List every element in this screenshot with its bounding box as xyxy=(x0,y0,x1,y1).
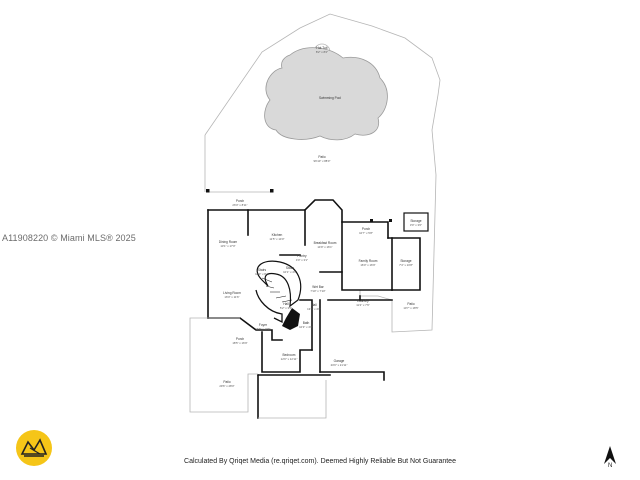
label-porch-bottom: Porch xyxy=(236,337,245,341)
label-bedroom: Bedroom xyxy=(283,353,296,357)
room-labels: Hot Tub 8'2" x 8'2" Swimming Pool Patio … xyxy=(219,46,422,388)
posts xyxy=(206,189,392,222)
label-stairs-left: Stairs xyxy=(258,268,267,272)
dim-family: 16'0" x 16'9" xyxy=(360,263,375,267)
dim-laundry: 11'2" x 7'6" xyxy=(356,303,370,307)
label-wet-bar: Wet Bar xyxy=(312,285,324,289)
lot-outline xyxy=(204,13,441,333)
spiral-element xyxy=(282,308,300,330)
dim-storage-top: 3'0" x 3'0" xyxy=(410,223,422,227)
stair-railing xyxy=(255,289,283,324)
label-porch-left: Porch xyxy=(236,199,245,203)
dim-patio-right: 10'7" x 18'5" xyxy=(403,306,418,310)
label-family: Family Room xyxy=(359,259,378,263)
dim-breakfast: 14'9" x 16'1" xyxy=(317,245,332,249)
dim-hall: 5'2" x 3'5" xyxy=(280,306,292,310)
label-patio-top: Patio xyxy=(318,155,325,159)
label-laundry: Laundry xyxy=(357,299,369,303)
dim-porch-bottom: 18'5" x 16'9" xyxy=(232,341,247,345)
dim-patio-bottom: 29'6" x 28'0" xyxy=(219,384,234,388)
dim-stairs-left: 10'0" x 8'1" xyxy=(255,272,269,276)
dim-pantry: 4'0" x 3'1" xyxy=(296,258,308,262)
label-bath: Bath xyxy=(303,321,310,325)
label-garage: Garage xyxy=(334,359,345,363)
label-storage-top: Storage xyxy=(410,219,421,223)
dim-living: 16'0" x 11'6" xyxy=(224,295,239,299)
stair-curve xyxy=(256,260,302,308)
label-living: Living Room xyxy=(223,291,241,295)
label-kitchen: Kitchen xyxy=(272,233,283,237)
label-foyer: Foyer xyxy=(259,323,268,327)
house-walls xyxy=(207,199,421,419)
pool-shape xyxy=(264,47,388,141)
label-patio-right: Patio xyxy=(407,302,414,306)
dim-foyer: 16'8" x 10'5" xyxy=(255,327,270,331)
label-pool: Swimming Pool xyxy=(319,96,341,100)
mls-watermark: A11908220 © Miami MLS® 2025 xyxy=(2,233,136,243)
dim-patio-top: 96'10" x 88'0" xyxy=(314,159,331,163)
label-stairs-right: Stairs xyxy=(286,266,295,270)
dim-hot-tub: 8'2" x 8'2" xyxy=(316,50,328,54)
label-hall: Hall xyxy=(283,302,289,306)
storage-top-box xyxy=(403,212,429,232)
north-arrow-icon xyxy=(604,446,616,464)
dim-hall2: 13'8" x 4'0" xyxy=(307,307,321,311)
label-patio-bottom: Patio xyxy=(223,380,230,384)
dim-porch-right: 10'7" x 5'8" xyxy=(359,231,373,235)
stair-treads xyxy=(261,277,293,303)
label-storage-mid: Storage xyxy=(400,259,411,263)
label-hot-tub: Hot Tub xyxy=(316,46,327,50)
dim-wet-bar: 7'10" x 7'10" xyxy=(310,289,325,293)
dim-stairs-right: 10'1" x 4'6" xyxy=(283,270,297,274)
dim-storage-mid: 7'4" x 10'8" xyxy=(399,263,413,267)
label-pantry: Pantry xyxy=(297,254,307,258)
north-label: N xyxy=(608,463,613,469)
dim-dining: 13'1" x 17'0" xyxy=(220,244,235,248)
dim-bedroom: 12'0" x 12'11" xyxy=(281,357,298,361)
footer-disclaimer: Calculated By Qriqet Media (re.qriqet.co… xyxy=(184,458,456,465)
label-hall2: Hall xyxy=(311,303,317,307)
label-dining: Dining Room xyxy=(219,240,238,244)
dim-bath: 10'3" x 4'0" xyxy=(299,325,313,329)
label-breakfast: Breakfast Room xyxy=(314,241,337,245)
label-porch-right: Porch xyxy=(362,227,371,231)
patio-bottom-outline xyxy=(258,380,327,419)
qriqet-logo-icon xyxy=(16,430,52,466)
porch-bottom-outline xyxy=(189,317,258,413)
dim-garage: 20'0" x 21'11" xyxy=(331,363,348,367)
dim-kitchen: 11'5" x 14'0" xyxy=(269,237,284,241)
dim-porch-left: 26'0" x 8'11" xyxy=(232,203,247,207)
